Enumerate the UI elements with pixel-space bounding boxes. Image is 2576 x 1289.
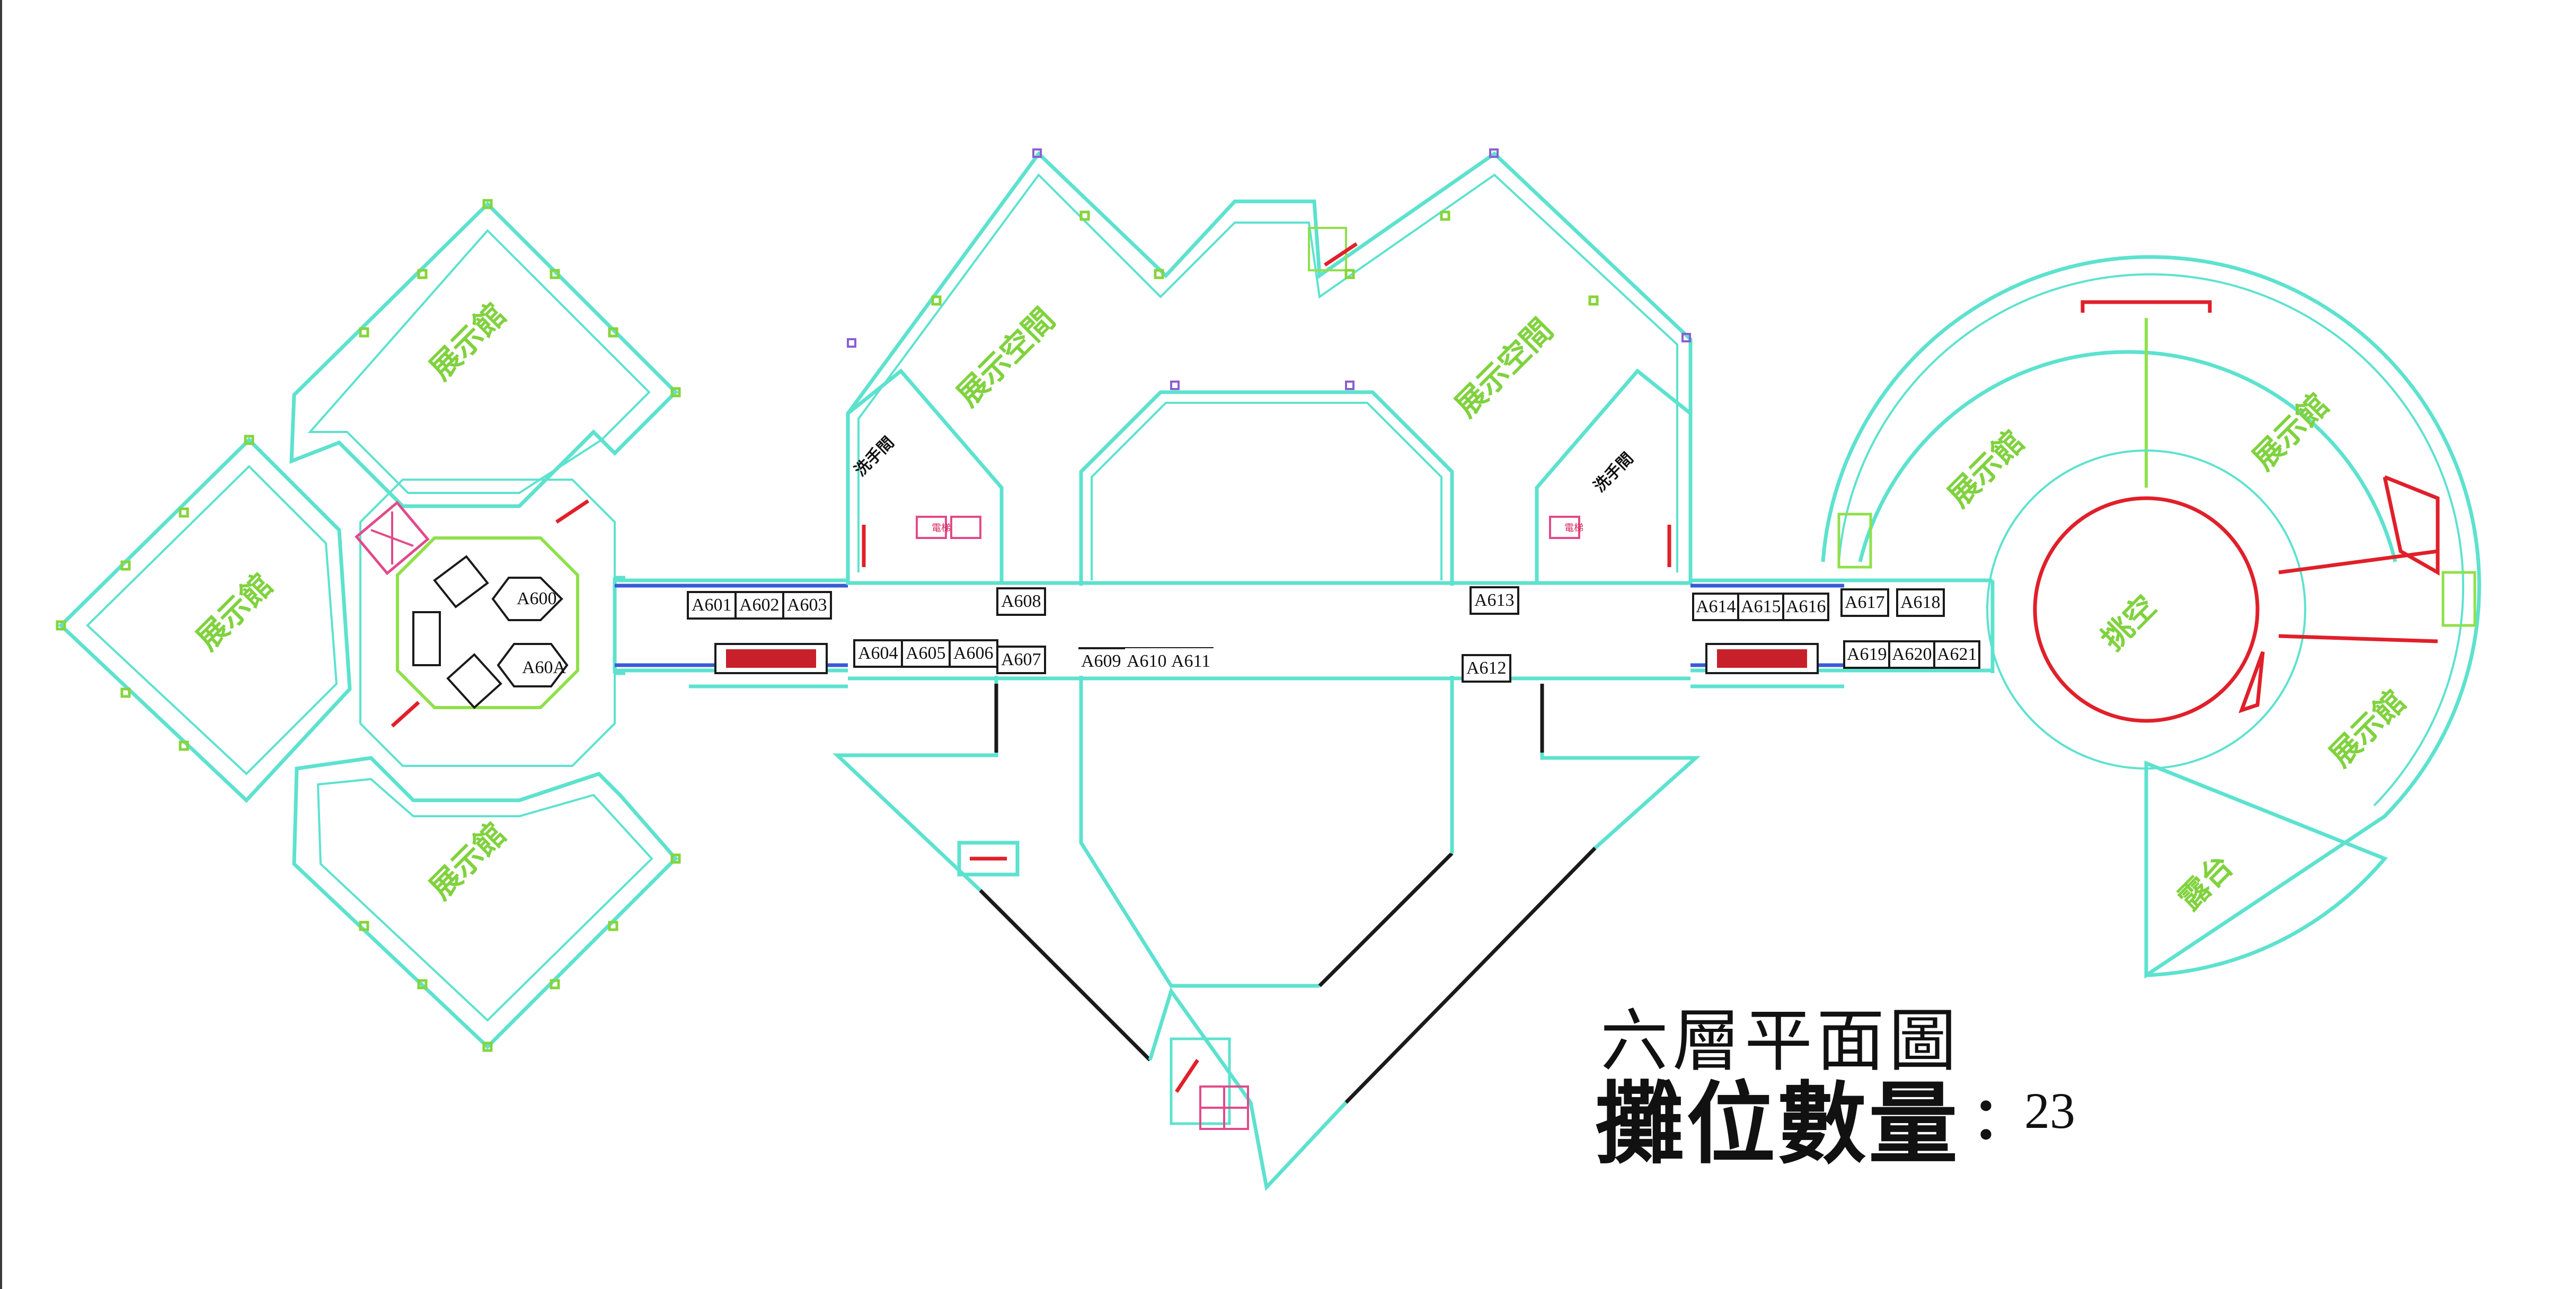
central-top-outline — [846, 151, 1693, 580]
booth-count-label: 攤位數量 — [1595, 1072, 1960, 1176]
booth-A618[interactable]: A618 — [1896, 588, 1945, 617]
atrium-label: 挑空 — [2094, 588, 2163, 657]
booth-label: A619 — [1847, 644, 1887, 664]
elevator-label-left: 電梯 — [932, 523, 951, 534]
terrace-label: 露台 — [2171, 848, 2240, 917]
central-building — [833, 148, 1701, 1191]
booth-label: A60A — [522, 658, 566, 677]
booth-A613[interactable]: A613 — [1470, 586, 1519, 615]
booth-label: A610 — [1127, 651, 1167, 671]
booth-A617[interactable]: A617 — [1840, 588, 1889, 617]
booth-A615[interactable]: A615 — [1737, 593, 1784, 621]
booth-A621[interactable]: A621 — [1933, 640, 1980, 669]
booth-A614[interactable]: A614 — [1692, 593, 1739, 621]
restroom-label-right: 洗手間 — [1590, 449, 1637, 496]
booth-label: A600 — [517, 589, 557, 608]
hall-left-outline — [58, 437, 352, 803]
booth-A611[interactable]: A611 — [1170, 648, 1214, 674]
central-inner-octagon — [1079, 390, 1454, 586]
restroom-block-left — [846, 368, 1004, 585]
escalator-left — [714, 643, 828, 674]
restroom-block-right — [1535, 368, 1693, 585]
booth-count-value: 23 — [2024, 1082, 2075, 1139]
booth-A616[interactable]: A616 — [1782, 593, 1829, 621]
booth-label: A613 — [1474, 590, 1515, 610]
exhibit-hall-label-lower-left: 展示館 — [422, 816, 513, 906]
booth-label: A620 — [1892, 644, 1932, 664]
booth-label: A611 — [1171, 651, 1210, 671]
booth-label: A603 — [787, 595, 827, 615]
booth-A604[interactable]: A604 — [853, 639, 903, 668]
corridor-right — [1690, 578, 1993, 688]
atrium-ring — [2033, 496, 2260, 723]
hall-lower-outline — [292, 756, 678, 1049]
booth-label: A604 — [858, 643, 898, 663]
exhibit-space-label-left: 展示空間 — [950, 301, 1062, 413]
booth-count-separator: ： — [1971, 1084, 2030, 1152]
booth-label: A616 — [1786, 597, 1826, 616]
booth-A620[interactable]: A620 — [1888, 640, 1935, 669]
booth-label: A618 — [1900, 593, 1941, 612]
stair-left-upper — [555, 499, 589, 524]
exhibit-hall-label-right-1: 展示館 — [1941, 423, 2031, 514]
booth-label: A609 — [1081, 651, 1121, 671]
exhibit-space-label-right: 展示空間 — [1448, 312, 1560, 424]
booth-label: A612 — [1466, 658, 1507, 678]
booth-A606[interactable]: A606 — [949, 639, 998, 668]
column-markers — [56, 199, 681, 1052]
booth-label: A605 — [906, 643, 946, 663]
booth-A603[interactable]: A603 — [782, 591, 832, 620]
corridor-left — [615, 578, 848, 688]
left-border — [0, 0, 2, 1289]
booth-A612[interactable]: A612 — [1462, 654, 1511, 683]
booth-A601[interactable]: A601 — [687, 591, 737, 620]
booth-A619[interactable]: A619 — [1843, 640, 1890, 669]
right-wing — [1821, 255, 2481, 979]
elevator-label-right: 電梯 — [1564, 523, 1583, 534]
booth-A600[interactable]: A600 — [491, 577, 563, 621]
escalator-right — [1705, 643, 1819, 674]
booth-label: A601 — [692, 595, 732, 615]
booth-A608[interactable]: A608 — [996, 587, 1046, 616]
booth-A60A[interactable]: A60A — [497, 643, 569, 687]
exhibit-hall-label-upper-left: 展示館 — [422, 296, 513, 387]
core-octagon — [396, 536, 579, 709]
booth-A605[interactable]: A605 — [901, 639, 951, 668]
floor-title: 六層平面圖 — [1600, 1002, 1961, 1081]
terrace-outline — [2144, 760, 2388, 977]
hall-upper-outline — [289, 201, 678, 508]
booth-label: A606 — [953, 643, 994, 663]
booth-A602[interactable]: A602 — [734, 591, 784, 620]
booth-label: A607 — [1001, 650, 1041, 669]
stair-left-lower — [391, 701, 420, 728]
booth-label: A602 — [739, 595, 780, 615]
booth-label: A608 — [1001, 591, 1041, 611]
elevator-left — [355, 500, 430, 576]
booth-A610[interactable]: A610 — [1125, 648, 1170, 674]
left-wing — [58, 201, 678, 1049]
booth-label: A621 — [1937, 644, 1977, 664]
round-hall-outer — [1821, 255, 2481, 979]
booth-label: A614 — [1696, 597, 1736, 616]
booth-label: A617 — [1845, 593, 1885, 612]
exhibit-hall-label-right-3: 展示館 — [2322, 683, 2413, 774]
booth-A609[interactable]: A609 — [1078, 647, 1214, 674]
booth-label: A615 — [1741, 597, 1781, 616]
booth-A607[interactable]: A607 — [996, 646, 1046, 674]
exhibit-hall-label-left: 展示館 — [189, 567, 280, 657]
